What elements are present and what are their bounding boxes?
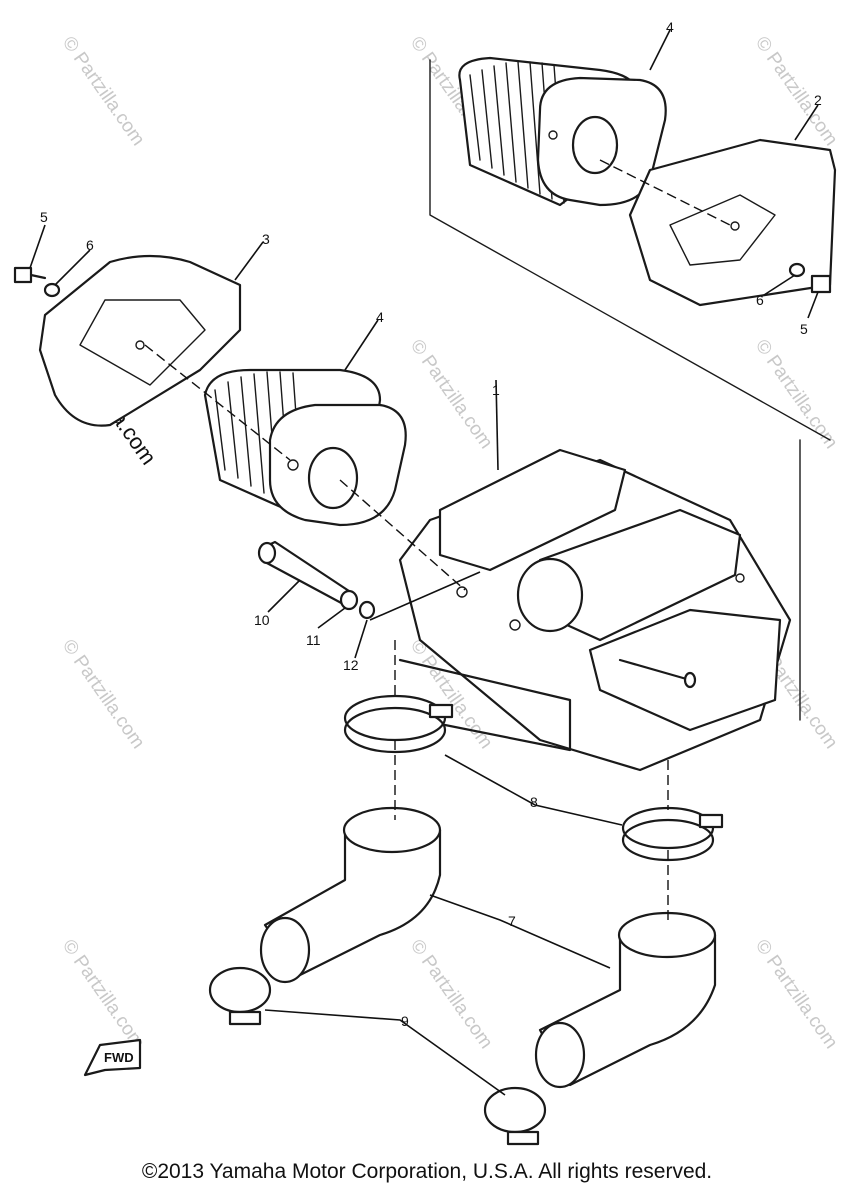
callout-8: 8: [530, 794, 538, 810]
watermark: © Partzilla.com: [58, 936, 149, 1053]
callout-6-left: 6: [86, 237, 94, 253]
callout-6-right: 6: [756, 292, 764, 308]
screw-left: [13, 266, 61, 298]
watermark: © Partzilla.com: [406, 336, 497, 453]
watermark: © Partzilla.com: [751, 336, 842, 453]
fwd-arrow-icon: FWD: [83, 1038, 142, 1077]
leader-lines: [29, 29, 819, 1096]
callout-5-left: 5: [40, 209, 48, 225]
upper-right-frame: [429, 59, 831, 721]
hose-clamp-lower-right: [483, 1086, 547, 1146]
callout-11: 11: [306, 632, 321, 648]
callout-3: 3: [262, 231, 270, 247]
air-cleaner-case: [398, 448, 792, 772]
alignment-lines: [144, 159, 731, 925]
carburetor-joint-right: [534, 911, 717, 1089]
bolt-assembly: [257, 540, 376, 620]
callout-4-upper: 4: [666, 19, 674, 35]
watermark: © Partzilla.com: [751, 33, 842, 150]
callout-10: 10: [254, 612, 270, 628]
watermark: © Partzilla.com: [751, 936, 842, 1053]
hose-clamp-left: [343, 694, 454, 754]
air-filter-element-lower: [203, 368, 407, 527]
callout-1: 1: [492, 382, 500, 398]
callout-9: 9: [401, 1013, 409, 1029]
carburetor-joint-left: [259, 806, 442, 984]
air-cleaner-cover-right: [628, 138, 837, 307]
watermark: © Partzilla.com: [58, 636, 149, 753]
hose-clamp-right: [621, 806, 724, 862]
air-filter-element-upper: [458, 56, 667, 207]
callout-7: 7: [508, 913, 516, 929]
callout-4-lower: 4: [376, 309, 384, 325]
callout-labels: 1 2 3 4 4 5 5 6 6 7 8 9 10 11 12: [40, 19, 822, 1029]
copyright-notice: ©2013 Yamaha Motor Corporation, U.S.A. A…: [141, 1160, 713, 1183]
watermark: © Partzilla.com: [58, 33, 149, 150]
air-cleaner-cover-left: [38, 254, 242, 427]
fwd-label: FWD: [104, 1050, 134, 1065]
watermark: © Partzilla.com: [406, 936, 497, 1053]
callout-2: 2: [814, 92, 822, 108]
callout-12: 12: [343, 657, 359, 673]
screw-right: [788, 262, 832, 294]
hose-clamp-lower-left: [208, 966, 272, 1026]
callout-5-right: 5: [800, 321, 808, 337]
